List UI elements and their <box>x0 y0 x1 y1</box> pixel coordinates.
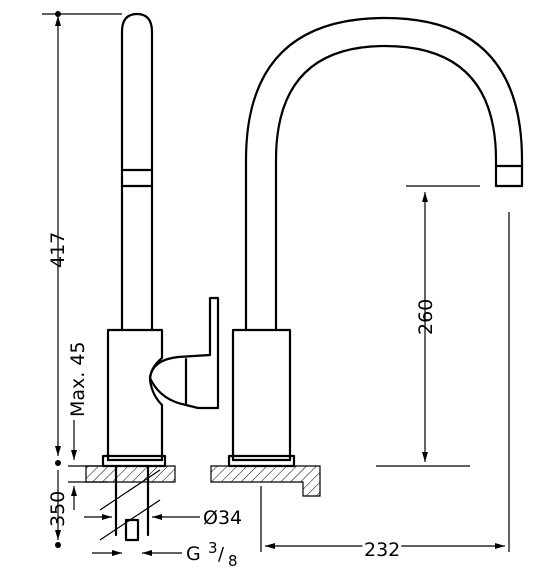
label-deck-depth: 350 <box>47 491 69 527</box>
dimension-spout-height: 260 <box>376 185 480 467</box>
lever-handle <box>148 296 220 410</box>
dimension-thread: G 3 / 8 <box>92 539 238 570</box>
label-max-deck: Max. 45 <box>67 341 89 417</box>
label-height-total: 417 <box>47 232 69 268</box>
label-thread-denominator: 8 <box>228 552 238 570</box>
counter-deck <box>85 465 321 497</box>
mixer-body <box>101 328 296 468</box>
dimension-max-deck: Max. 45 <box>67 341 108 510</box>
dimension-spout-reach: 232 <box>260 212 510 564</box>
dimension-deck-depth: 350 <box>47 470 69 548</box>
label-base-diameter: Ø34 <box>203 507 242 529</box>
dimension-height-total: 417 <box>42 11 122 466</box>
label-spout-reach: 232 <box>364 539 400 561</box>
label-thread-numerator: 3 <box>208 539 218 557</box>
dimension-base-diameter: Ø34 <box>84 507 242 529</box>
supply-connector <box>99 464 161 542</box>
label-thread-slash: / <box>218 544 225 565</box>
left-column <box>120 12 154 332</box>
label-spout-height: 260 <box>415 299 437 335</box>
spout <box>244 16 524 332</box>
label-thread-prefix: G <box>186 543 201 565</box>
